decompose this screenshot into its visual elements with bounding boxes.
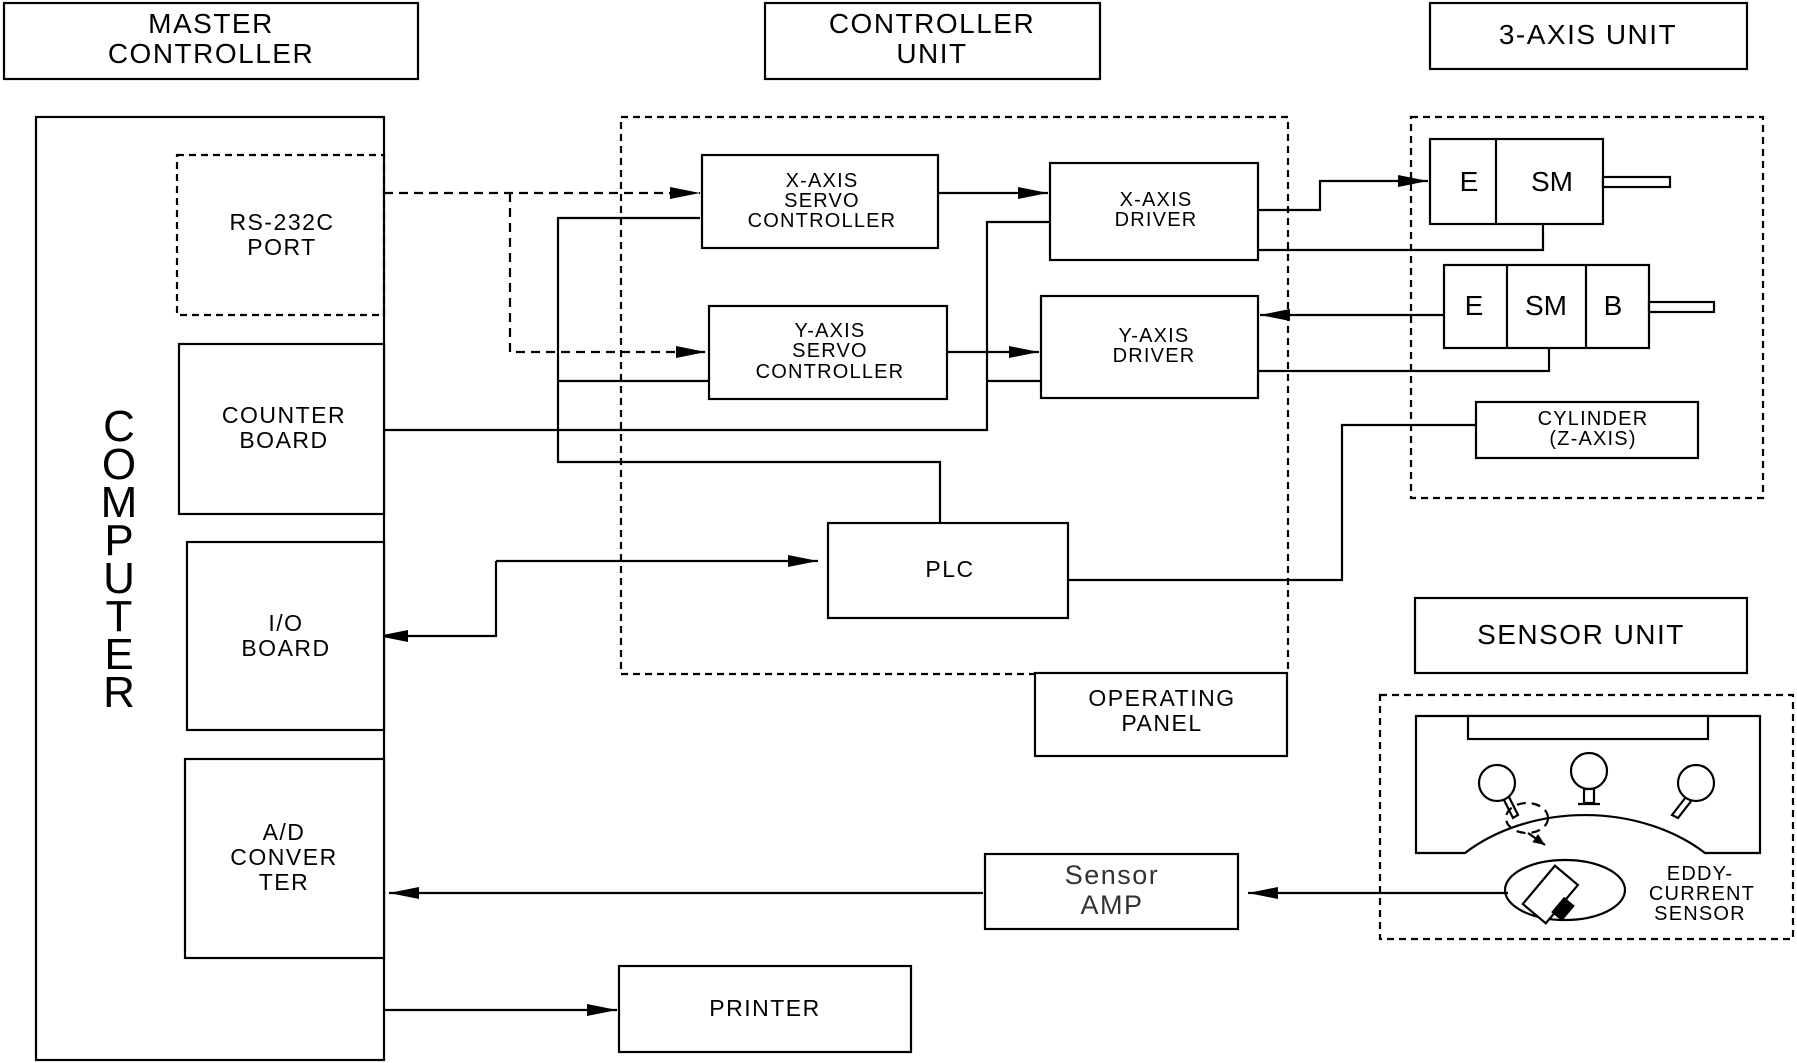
y-driver-line1: Y-AXIS	[1119, 325, 1190, 347]
operating-panel-line2: PANEL	[1121, 710, 1202, 736]
sensor-amp: Sensor AMP	[983, 852, 1240, 931]
operating-panel-line1: OPERATING	[1088, 685, 1235, 711]
eddy-current-line2: CURRENT	[1649, 883, 1755, 905]
y-driver-line2: DRIVER	[1113, 345, 1196, 367]
y-motor-encoder-label: E	[1465, 290, 1484, 321]
ad-converter: A/D CONVER TER	[183, 757, 386, 960]
computer-letter-r: R	[103, 668, 135, 717]
y-motor-shaft	[1647, 300, 1716, 314]
eddy-current-sensor-assembly: EDDY- CURRENT SENSOR	[1414, 714, 1762, 925]
specimen-probe-center	[1569, 751, 1609, 806]
computer-letter-e: E	[104, 630, 133, 679]
y-servo-line1: Y-AXIS	[795, 320, 866, 342]
counter-board-line2: BOARD	[239, 427, 328, 453]
eddy-current-line1: EDDY-	[1667, 863, 1733, 885]
io-board: I/O BOARD	[185, 540, 386, 732]
sensor-fixture-slot	[1466, 714, 1710, 741]
ad-converter-line2: CONVER	[230, 844, 337, 870]
connections	[378, 175, 1551, 1016]
sensor-unit-boundary	[1378, 693, 1795, 941]
x-axis-servo-controller: X-AXIS SERVO CONTROLLER	[700, 153, 940, 250]
computer-letter-t: T	[106, 592, 133, 641]
printer-block: PRINTER	[617, 964, 913, 1054]
x-motor-shaft	[1601, 175, 1672, 189]
plc-to-cylinder-link	[1068, 423, 1476, 582]
x-motor-encoder-label: E	[1460, 166, 1479, 197]
io-board-line1: I/O	[268, 610, 303, 636]
computer-letter-u: U	[103, 554, 135, 603]
y-servo-line3: CONTROLLER	[756, 361, 905, 383]
x-axis-driver: X-AXIS DRIVER	[1048, 161, 1260, 262]
y-axis-servo-controller: Y-AXIS SERVO CONTROLLER	[707, 304, 949, 401]
counter-board: COUNTER BOARD	[177, 342, 386, 516]
operating-panel: OPERATING PANEL	[1033, 671, 1289, 758]
counter-board-line1: COUNTER	[222, 402, 346, 428]
x-servo-line3: CONTROLLER	[748, 210, 897, 232]
y-servo-line2: SERVO	[792, 340, 868, 362]
io-board-line2: BOARD	[241, 635, 330, 661]
header-master-controller: MASTER CONTROLLER	[2, 1, 420, 81]
counter-to-x-driver-link	[384, 220, 1050, 432]
specimen-probe-left	[1477, 763, 1520, 820]
y-encoder-feedback-link	[1258, 348, 1551, 373]
rs232c-port: RS-232C PORT	[175, 153, 386, 317]
plc-label: PLC	[925, 556, 974, 582]
computer-letter-p: P	[104, 516, 133, 565]
y-axis-driver: Y-AXIS DRIVER	[1039, 294, 1260, 400]
y-motor-brake-label: B	[1604, 290, 1623, 321]
y-motor-sm-label: SM	[1525, 290, 1567, 321]
plc-block: PLC	[826, 521, 1070, 620]
cylinder-line2: (Z-AXIS)	[1549, 428, 1636, 450]
x-driver-to-x-motor-link	[1258, 175, 1428, 212]
inspection-arrow	[1527, 832, 1546, 846]
computer-letter-m: M	[101, 478, 138, 527]
computer-letter-o: O	[102, 440, 136, 489]
specimen-probe-right	[1670, 763, 1716, 820]
cylinder-line1: CYLINDER	[1538, 408, 1649, 430]
header-controller-unit-line2: UNIT	[896, 38, 967, 69]
x-motor-sm-label: SM	[1531, 166, 1573, 197]
eddy-current-line3: SENSOR	[1654, 903, 1746, 925]
header-master-controller-line2: CONTROLLER	[108, 38, 314, 69]
ad-converter-line1: A/D	[263, 819, 306, 845]
plc-to-servo-bus	[556, 216, 942, 523]
x-axis-motor: E SM	[1428, 137, 1672, 226]
rs232c-port-line1: RS-232C	[229, 209, 334, 235]
y-axis-motor: E SM B	[1442, 263, 1716, 350]
ad-converter-line3: TER	[259, 869, 310, 895]
header-controller-unit: CONTROLLER UNIT	[763, 1, 1102, 81]
sensor-fixture-frame	[1414, 714, 1762, 855]
x-servo-line2: SERVO	[784, 190, 860, 212]
header-sensor-unit: SENSOR UNIT	[1413, 596, 1749, 675]
rs232c-port-line2: PORT	[247, 234, 316, 260]
x-driver-line1: X-AXIS	[1120, 189, 1193, 211]
sensor-amp-line1: Sensor	[1065, 860, 1160, 890]
eddy-current-probe	[1503, 858, 1627, 925]
inspection-zone	[1504, 801, 1550, 835]
sensor-amp-line2: AMP	[1080, 890, 1143, 920]
header-sensor-unit-text: SENSOR UNIT	[1477, 619, 1685, 650]
x-encoder-feedback-link	[1258, 224, 1545, 252]
plc-to-io-link	[378, 561, 498, 642]
computer-letter-c: C	[103, 402, 135, 451]
printer-label: PRINTER	[709, 995, 820, 1021]
header-controller-unit-line1: CONTROLLER	[829, 8, 1035, 39]
x-servo-line1: X-AXIS	[786, 170, 859, 192]
3-axis-unit-boundary	[1409, 115, 1765, 500]
x-driver-line2: DRIVER	[1115, 209, 1198, 231]
header-3-axis-unit: 3-AXIS UNIT	[1428, 1, 1749, 71]
rs232-to-y-servo-link	[508, 193, 706, 358]
header-3-axis-unit-text: 3-AXIS UNIT	[1499, 19, 1677, 50]
header-master-controller-line1: MASTER	[148, 8, 274, 39]
cylinder-z-axis: CYLINDER (Z-AXIS)	[1474, 400, 1700, 460]
